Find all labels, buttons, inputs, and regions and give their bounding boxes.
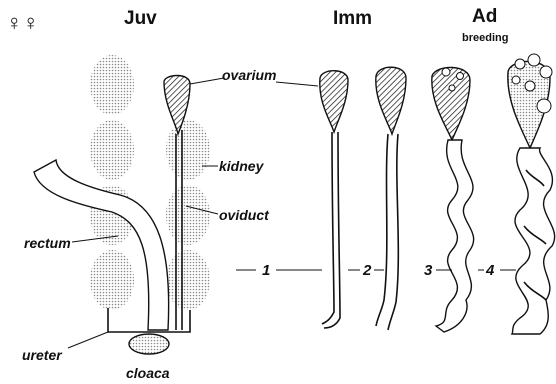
stage-ad-subheading: breeding	[462, 32, 508, 44]
label-oviduct: oviduct	[219, 207, 270, 223]
stage4-oviduct-shape	[512, 148, 555, 334]
label-ureter: ureter	[22, 347, 63, 363]
stage2-oviduct-shape	[376, 134, 398, 330]
stage3-oviduct-shape	[436, 140, 474, 332]
stage-number-4: 4	[485, 262, 495, 279]
stage-number-1: 1	[262, 262, 270, 279]
label-cloaca: cloaca	[126, 365, 170, 381]
label-kidney: kidney	[219, 158, 265, 174]
label-rectum: rectum	[24, 235, 71, 251]
stage1-ovarium-shape	[320, 71, 348, 132]
stage3-ovarium-shape	[432, 67, 470, 140]
stage-number-3: 3	[424, 262, 433, 279]
stage-number-2: 2	[362, 262, 372, 279]
stage2-ovarium-shape	[376, 67, 406, 134]
cloaca-shape	[129, 334, 169, 354]
kidney-lobes-right	[166, 120, 210, 310]
stage-ad-heading: Ad	[472, 6, 497, 27]
kidney-lobes-left	[90, 55, 134, 310]
female-symbols: ♀♀	[6, 10, 39, 35]
label-ovarium: ovarium	[222, 67, 276, 83]
stage1-ovarium-leader	[276, 82, 318, 86]
stage1-oviduct-shape	[322, 132, 340, 328]
stage-imm-heading: Imm	[333, 8, 372, 29]
ovarium-leader-line	[190, 78, 224, 84]
ureter-leader-line	[68, 332, 108, 348]
stage-juv-heading: Juv	[124, 8, 157, 29]
